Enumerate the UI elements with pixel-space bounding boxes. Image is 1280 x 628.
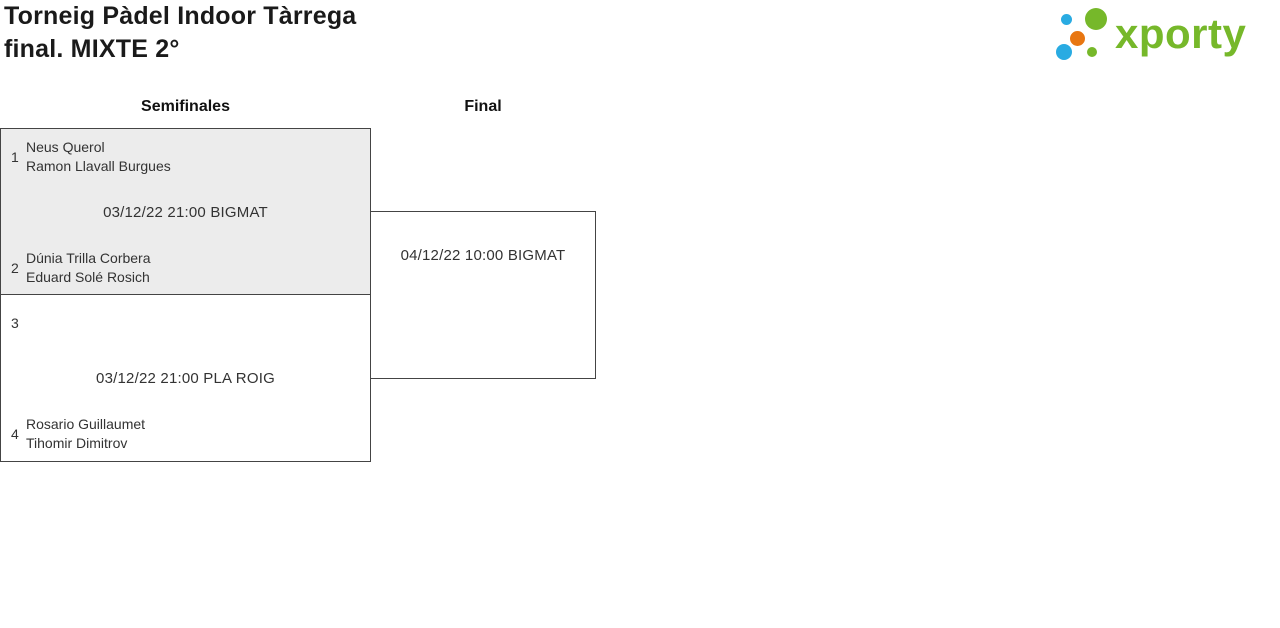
tournament-category: final. MIXTE 2°: [4, 35, 180, 63]
page-title: Torneig Pàdel Indoor Tàrrega final. MIXT…: [4, 0, 356, 66]
match-schedule: 03/12/22 21:00 BIGMAT: [103, 204, 268, 221]
seed-number: 3: [11, 315, 19, 331]
seed-number: 2: [11, 260, 19, 276]
logo-wordmark: xporty: [1115, 10, 1247, 57]
logo-dot-blue-small-icon: [1061, 14, 1072, 25]
round-header-final: Final: [464, 98, 502, 115]
team-players: Neus Querol Ramon Llavall Burgues: [26, 138, 171, 176]
player-name: Tihomir Dimitrov: [26, 435, 128, 451]
logo-dot-blue-large-icon: [1056, 44, 1072, 60]
team-slot: 4 Rosario Guillaumet Tihomir Dimitrov: [11, 415, 360, 453]
team-slot: 2 Dúnia Trilla Corbera Eduard Solé Rosic…: [11, 249, 360, 287]
match-semifinal-2[interactable]: 3 03/12/22 21:00 PLA ROIG 4 Rosario Guil…: [0, 294, 371, 462]
tournament-name: Torneig Pàdel Indoor Tàrrega: [4, 2, 357, 30]
match-schedule: 04/12/22 10:00 BIGMAT: [400, 247, 566, 264]
match-final[interactable]: 04/12/22 10:00 BIGMAT: [370, 211, 596, 379]
xporty-logo-link[interactable]: xporty: [1053, 6, 1279, 66]
logo-dot-orange-icon: [1070, 31, 1085, 46]
player-name: Neus Querol: [26, 139, 105, 155]
logo-dot-green-small-icon: [1087, 47, 1097, 57]
team-slot: 3: [11, 304, 360, 342]
seed-number: 1: [11, 149, 19, 165]
team-players: Rosario Guillaumet Tihomir Dimitrov: [26, 415, 145, 453]
team-slot: 1 Neus Querol Ramon Llavall Burgues: [11, 138, 360, 176]
player-name: Rosario Guillaumet: [26, 416, 146, 432]
player-name: Dúnia Trilla Corbera: [26, 250, 151, 266]
match-semifinal-1[interactable]: 1 Neus Querol Ramon Llavall Burgues 03/1…: [0, 128, 371, 295]
team-players: Dúnia Trilla Corbera Eduard Solé Rosich: [26, 249, 151, 287]
player-name: Eduard Solé Rosich: [26, 269, 150, 285]
logo-dot-green-large-icon: [1085, 8, 1107, 30]
player-name: Ramon Llavall Burgues: [26, 158, 171, 174]
seed-number: 4: [11, 426, 19, 442]
match-schedule: 03/12/22 21:00 PLA ROIG: [96, 370, 275, 387]
round-header-semifinals: Semifinales: [141, 98, 230, 115]
